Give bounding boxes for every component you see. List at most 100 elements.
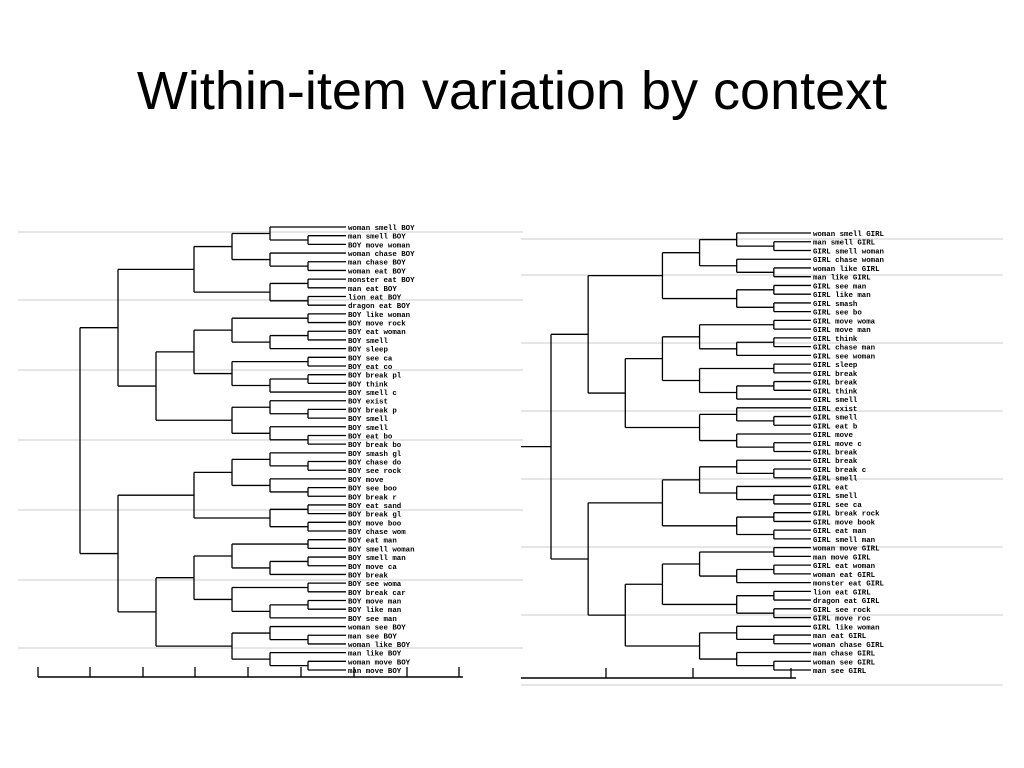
- dendrogram-leaf-label: GIRL eat: [813, 484, 848, 492]
- dendrogram-leaf-label: GIRL break c: [813, 467, 866, 475]
- dendrogram-leaf-label: woman like GIRL: [813, 266, 880, 274]
- dendrogram-leaf-label: man chase GIRL: [813, 651, 876, 659]
- dendrogram-leaf-label: woman move GIRL: [813, 546, 880, 554]
- dendrogram-leaf-label: GIRL break: [813, 380, 858, 388]
- dendrogram-leaf-label: woman smell BOY: [348, 225, 415, 233]
- dendrogram-leaf-label: BOY eat co: [348, 364, 393, 372]
- dendrogram-leaf-label: BOY break bo: [348, 442, 402, 450]
- dendrogram-leaf-label: GIRL move roc: [813, 616, 871, 624]
- dendrogram-leaf-label: GIRL smell man: [813, 537, 875, 545]
- dendrogram-leaf-label: lion eat BOY: [348, 294, 402, 302]
- dendrogram-leaf-label: BOY see boo: [348, 486, 397, 494]
- dendrogram-leaf-label: man see GIRL: [813, 668, 867, 676]
- dendrogram-leaf-label: BOY eat sand: [348, 503, 401, 511]
- dendrogram-leaf-label: BOY smash gl: [348, 451, 402, 459]
- dendrogram-leaf-label: GIRL see man: [813, 283, 866, 291]
- dendrogram-leaf-label: GIRL like woman: [813, 624, 880, 632]
- dendrogram-leaf-label: GIRL smash: [813, 301, 857, 309]
- dendrogram-leaf-label: BOY see woma: [348, 581, 402, 589]
- dendrogram-leaf-label: man like GIRL: [813, 275, 871, 283]
- dendrogram-leaf-label: BOY see rock: [348, 468, 402, 476]
- dendrogram-leaf-label: woman see BOY: [348, 625, 406, 633]
- dendrogram-leaf-label: lion eat GIRL: [813, 589, 871, 597]
- dendrogram-leaf-label: BOY move man: [348, 599, 401, 607]
- dendrogram-leaf-label: BOY like man: [348, 607, 401, 615]
- dendrogram-leaf-label: BOY move boo: [348, 520, 402, 528]
- dendrogram-leaf-label: GIRL eat b: [813, 423, 858, 431]
- dendrogram-leaf-label: BOY break car: [348, 590, 406, 598]
- dendrogram-leaf-label: BOY chase do: [348, 460, 402, 468]
- dendrogram-leaf-label: BOY eat woman: [348, 329, 406, 337]
- dendrogram-leaf-label: GIRL chase woman: [813, 257, 884, 265]
- dendrogram-leaf-label: BOY smell woman: [348, 546, 415, 554]
- dendrogram-leaf-label: man move GIRL: [813, 554, 871, 562]
- dendrogram-leaf-label: GIRL like man: [813, 292, 871, 300]
- dendrogram-leaf-label: BOY move woman: [348, 242, 410, 250]
- dendrogram-leaf-label: BOY think: [348, 381, 388, 389]
- dendrogram-leaf-label: monster eat GIRL: [813, 581, 885, 589]
- dendrogram-leaf-label: woman eat GIRL: [813, 572, 876, 580]
- dendrogram-leaf-label: GIRL break: [813, 450, 858, 458]
- dendrogram-leaf-label: BOY eat bo: [348, 433, 393, 441]
- dendrogram-leaf-label: GIRL break rock: [813, 511, 880, 519]
- dendrogram-leaf-label: BOY smell: [348, 416, 388, 424]
- dendrogram-leaf-label: GIRL eat woman: [813, 563, 875, 571]
- dendrogram-leaf-label: monster eat BOY: [348, 277, 415, 285]
- dendrogram-leaf-label: GIRL think: [813, 388, 858, 396]
- dendrogram-leaf-label: BOY chase wom: [348, 529, 406, 537]
- dendrogram-leaf-label: BOY like woman: [348, 312, 410, 320]
- dendrogram-leaf-label: BOY break r: [348, 494, 397, 502]
- dendrogram-leaf-label: GIRL see rock: [813, 607, 871, 615]
- slide-title: Within-item variation by context: [136, 61, 888, 121]
- dendrogram-leaf-label: man smell BOY: [348, 234, 406, 242]
- dendrogram-leaf-label: GIRL move man: [813, 327, 871, 335]
- dendrogram-leaf-label: man eat BOY: [348, 286, 397, 294]
- dendrogram-leaf-label: BOY exist: [348, 399, 388, 407]
- dendrogram-leaf-label: GIRL eat man: [813, 528, 866, 536]
- dendrogram-leaf-label: GIRL move woma: [813, 318, 876, 326]
- dendrogram-leaf-label: BOY break gl: [348, 512, 402, 520]
- dendrogram-leaf-label: GIRL smell: [813, 397, 858, 405]
- dendrogram-leaf-label: BOY smell c: [348, 390, 397, 398]
- dendrogram-leaf-label: woman move BOY: [348, 659, 411, 667]
- dendrogram-leaf-label: GIRL chase man: [813, 345, 875, 353]
- dendrogram-leaf-label: woman chase BOY: [348, 251, 415, 259]
- dendrogram-leaf-label: BOY sleep: [348, 347, 388, 355]
- dendrogram-leaf-label: GIRL smell: [813, 415, 858, 423]
- dendrogram-leaf-label: man eat GIRL: [813, 633, 867, 641]
- dendrogram-leaf-label: GIRL smell: [813, 476, 858, 484]
- dendrogram-leaf-label: GIRL smell: [813, 493, 858, 501]
- dendrogram-leaf-label: BOY see man: [348, 616, 397, 624]
- dendrogram-leaf-label: GIRL exist: [813, 406, 857, 414]
- dendrogram-leaf-label: BOY break p: [348, 407, 397, 415]
- dendrogram-leaf-label: BOY see ca: [348, 355, 393, 363]
- dendrogram-leaf-label: GIRL move book: [813, 519, 876, 527]
- dendrogram-leaf-label: BOY break pl: [348, 373, 402, 381]
- dendrogram-leaf-label: man like BOY: [348, 651, 402, 659]
- dendrogram-leaf-label: woman eat BOY: [348, 268, 406, 276]
- dendrogram-leaf-label: BOY smell: [348, 425, 388, 433]
- dendrogram-leaf-label: GIRL smell woman: [813, 248, 884, 256]
- dendrogram-leaf-label: man smell GIRL: [813, 240, 876, 248]
- dendrogram-leaf-label: BOY eat man: [348, 538, 397, 546]
- dendrogram-leaf-label: BOY smell: [348, 338, 388, 346]
- dendrogram-leaf-label: GIRL break: [813, 371, 858, 379]
- dendrogram-leaf-label: GIRL think: [813, 336, 858, 344]
- dendrogram-leaf-label: GIRL see woman: [813, 353, 875, 361]
- dendrogram-leaf-label: BOY move rock: [348, 321, 406, 329]
- dendrogram-leaf-label: man chase BOY: [348, 260, 406, 268]
- dendrogram-leaf-label: GIRL sleep: [813, 362, 858, 370]
- dendrogram-leaf-label: woman chase GIRL: [813, 642, 885, 650]
- dendrogram-leaf-label: GIRL move c: [813, 441, 862, 449]
- dendrogram-leaf-label: woman like BOY: [348, 642, 411, 650]
- dendrogram-leaf-label: man see BOY: [348, 633, 397, 641]
- dendrogram-leaf-label: dragon eat BOY: [348, 303, 411, 311]
- dendrogram-leaf-label: BOY smell man: [348, 555, 406, 563]
- dendrogram-leaf-label: BOY move ca: [348, 564, 397, 572]
- dendrogram-leaf-label: GIRL see ca: [813, 502, 862, 510]
- dendrogram-leaf-label: man move BOY: [348, 668, 402, 676]
